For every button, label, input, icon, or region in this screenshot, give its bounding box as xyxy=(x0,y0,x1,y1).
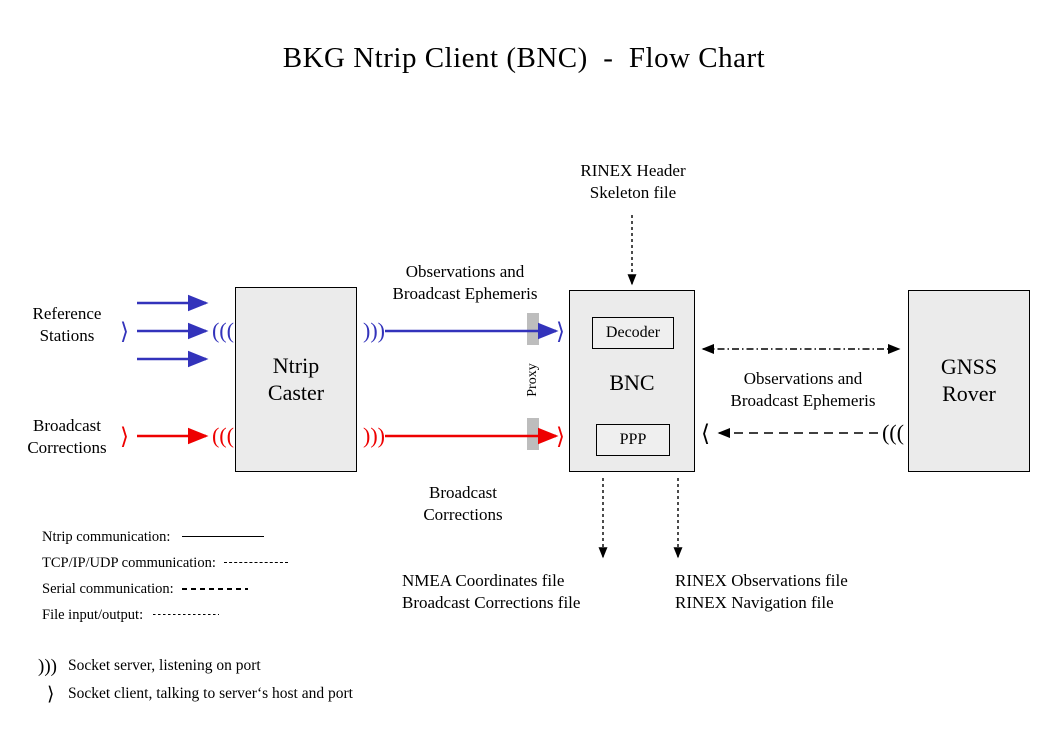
legend-row-tcpip: TCP/IP/UDP communication: xyxy=(42,550,288,576)
legend-swatch-dotted xyxy=(153,614,220,616)
legend-socket-symbols: ))) Socket server, listening on port ⟩ S… xyxy=(38,652,353,708)
node-gnss-rover[interactable]: GNSS Rover xyxy=(908,290,1030,472)
node-decoder-label: Decoder xyxy=(605,324,661,341)
legend-swatch-dashdot xyxy=(181,588,248,590)
socket-server-icon-caster-in-blue: ))) xyxy=(212,318,234,343)
socket-client-icon-bnc-in-red: ⟩ xyxy=(556,424,565,449)
legend-row-serial: Serial communication: xyxy=(42,576,288,602)
legend-row-socket-server: ))) Socket server, listening on port xyxy=(38,652,353,680)
legend-row-socket-client: ⟩ Socket client, talking to server‘s hos… xyxy=(38,680,353,708)
socket-server-icon-legend: ))) xyxy=(38,655,57,677)
legend-row-file-io: File input/output: xyxy=(42,602,288,628)
socket-client-icon-ref-stations: ⟩ xyxy=(120,319,129,344)
socket-server-icon-rover: ))) xyxy=(882,420,904,445)
legend-swatch-solid xyxy=(182,536,265,538)
label-reference-stations: Reference Stations xyxy=(32,304,102,345)
socket-server-icon-caster-out-red: ))) xyxy=(363,423,385,448)
proxy-bar-bottom xyxy=(527,418,539,450)
socket-server-icon-caster-out-blue: ))) xyxy=(363,318,385,343)
node-bnc-label: BNC xyxy=(609,369,655,395)
label-observations-ephemeris-right: Observations and Broadcast Ephemeris xyxy=(730,369,876,410)
node-ppp-label: PPP xyxy=(619,431,647,448)
socket-server-icon-caster-in-red: ))) xyxy=(212,423,234,448)
legend-label-file-io: File input/output: xyxy=(42,606,144,623)
proxy-bar-top xyxy=(527,313,539,345)
socket-client-icon-broadcast: ⟩ xyxy=(120,424,129,449)
node-ppp[interactable]: PPP xyxy=(596,424,670,456)
legend-row-ntrip: Ntrip communication: xyxy=(42,524,288,550)
label-rinex-header-skeleton: RINEX Header Skeleton file xyxy=(580,161,686,202)
node-ntrip-caster-label: Ntrip Caster xyxy=(267,352,325,405)
label-nmea-output-files: NMEA Coordinates file Broadcast Correcti… xyxy=(402,571,581,612)
node-decoder[interactable]: Decoder xyxy=(592,317,674,349)
socket-client-icon-bnc-out: ⟩ xyxy=(701,421,710,446)
legend-swatch-dashed xyxy=(223,562,288,564)
legend-label-socket-client: Socket client, talking to server‘s host … xyxy=(68,685,353,702)
label-broadcast-corrections-left: Broadcast Corrections xyxy=(27,416,107,457)
node-ntrip-caster[interactable]: Ntrip Caster xyxy=(235,287,357,472)
legend-label-ntrip: Ntrip communication: xyxy=(42,528,171,545)
socket-client-icon-bnc-in-blue: ⟩ xyxy=(556,319,565,344)
legend-label-tcpip: TCP/IP/UDP communication: xyxy=(42,554,216,571)
node-gnss-rover-label: GNSS Rover xyxy=(940,354,998,406)
socket-client-icon-legend: ⟩ xyxy=(47,683,55,705)
legend-label-socket-server: Socket server, listening on port xyxy=(68,657,261,674)
label-rinex-output-files: RINEX Observations file RINEX Navigation… xyxy=(675,571,848,612)
label-broadcast-corrections-mid: Broadcast Corrections xyxy=(423,483,503,524)
legend-label-serial: Serial communication: xyxy=(42,580,174,597)
label-observations-ephemeris-top: Observations and Broadcast Ephemeris xyxy=(392,262,538,303)
legend-line-styles: Ntrip communication: TCP/IP/UDP communic… xyxy=(42,524,288,628)
page-title: BKG Ntrip Client (BNC) - Flow Chart xyxy=(282,42,766,74)
